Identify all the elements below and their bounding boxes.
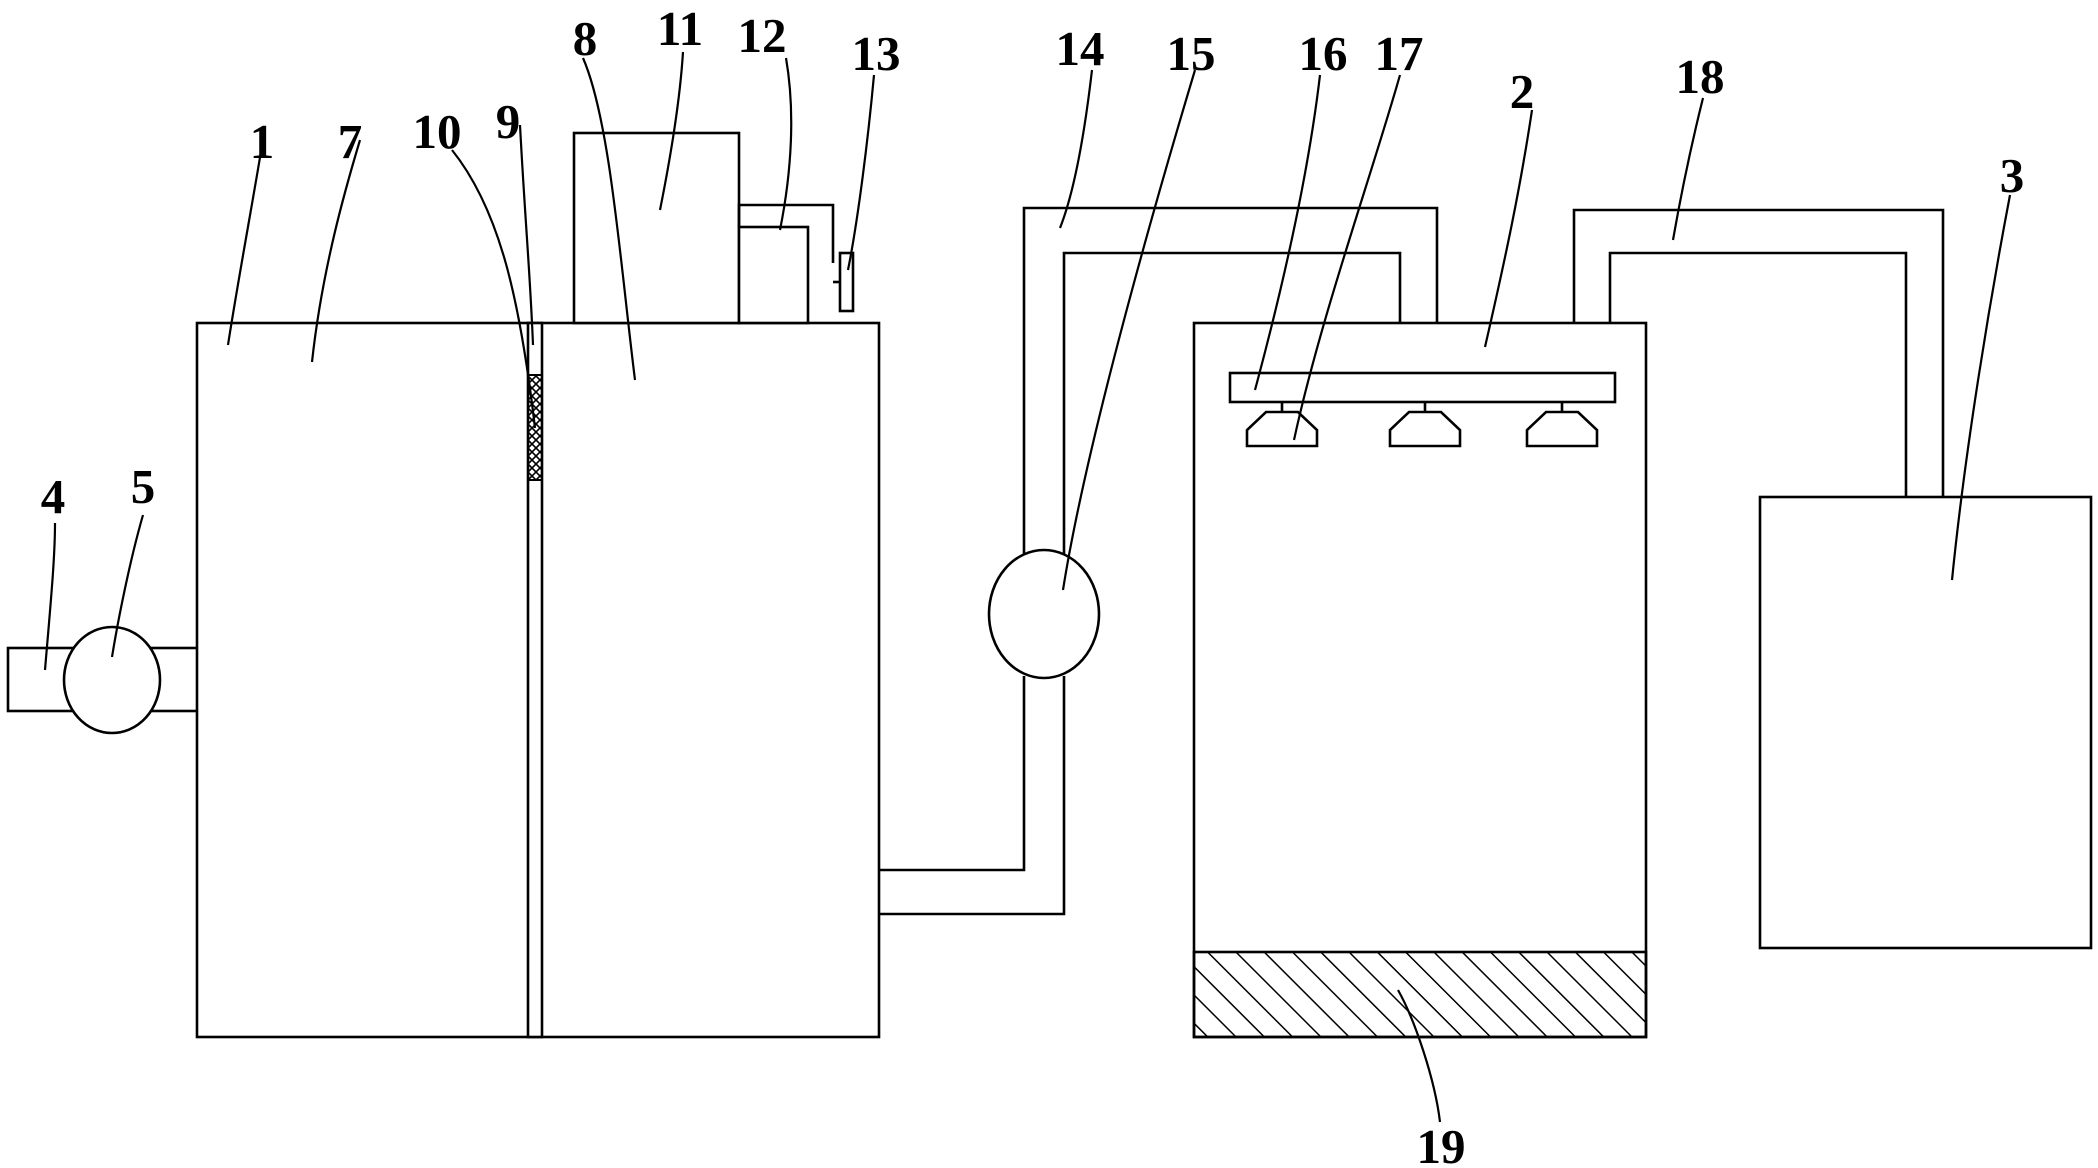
top-chamber-box	[572, 131, 741, 325]
exhaust-pipe	[1572, 208, 1945, 497]
label-11: 11	[657, 1, 703, 56]
label-9: 9	[496, 94, 521, 149]
transfer-pipe-upper	[1022, 206, 1439, 555]
label-16: 16	[1299, 26, 1348, 81]
transfer-pump	[987, 548, 1101, 680]
sediment-layer	[1192, 950, 1648, 1039]
label-14: 14	[1056, 21, 1105, 76]
label-8: 8	[573, 11, 598, 66]
nozzle-3	[1525, 410, 1599, 448]
label-10: 10	[413, 104, 462, 159]
valve-switch	[838, 251, 855, 313]
label-4: 4	[41, 469, 66, 524]
label-7: 7	[338, 114, 363, 169]
spray-bar	[1228, 371, 1617, 404]
label-5: 5	[131, 459, 156, 514]
label-12: 12	[738, 8, 787, 63]
label-19: 19	[1417, 1119, 1466, 1168]
label-1: 1	[250, 114, 275, 169]
connector-block	[737, 225, 810, 325]
label-13: 13	[852, 26, 901, 81]
collection-tank	[1758, 495, 2093, 950]
label-2: 2	[1510, 64, 1535, 119]
label-3: 3	[2000, 148, 2025, 203]
leader-lines	[43, 51, 2012, 1123]
filter-partition	[526, 321, 544, 1039]
connector-pipe	[737, 203, 835, 263]
label-18: 18	[1676, 49, 1725, 104]
label-17: 17	[1375, 26, 1424, 81]
nozzle-2	[1388, 410, 1462, 448]
label-15: 15	[1167, 26, 1216, 81]
transfer-pipe-lower	[879, 676, 1066, 916]
inlet-pump	[62, 625, 162, 735]
